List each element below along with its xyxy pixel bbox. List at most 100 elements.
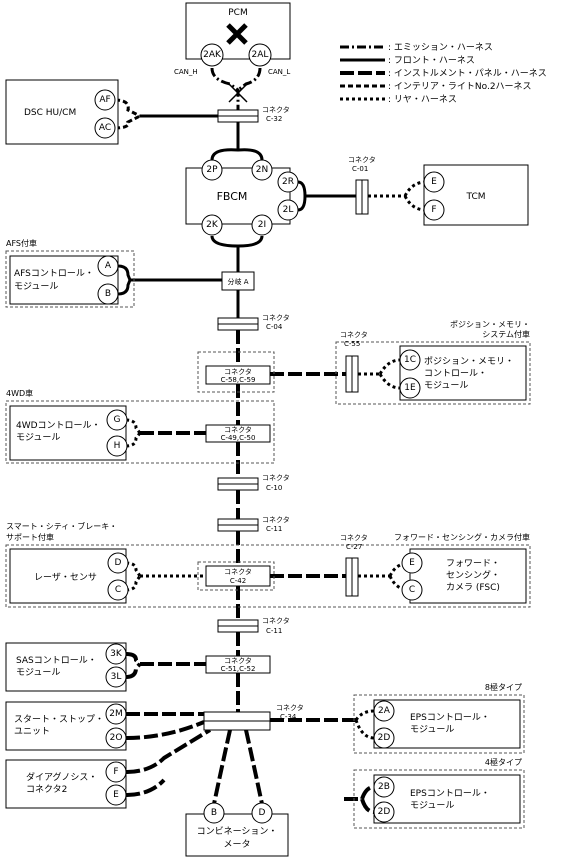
legend-emission-label: : エミッション・ハーネス: [388, 42, 493, 53]
wire-eps4-h: [360, 785, 375, 800]
pin-4wd-l: [106, 435, 128, 457]
wire-diag-h: [125, 728, 212, 774]
pin-eps8-h: [373, 700, 395, 722]
connector-c34-label-2: C-34: [280, 713, 297, 721]
module-dsc-label: DSC HU/CM: [24, 108, 76, 118]
pin-diag-l: [105, 784, 127, 806]
connector-c42: コネクタ C-42: [197, 561, 275, 591]
branch-a-body: [221, 271, 255, 291]
pin-eps4-l-label: 2D: [378, 807, 391, 817]
connector-c32-label-1: コネクタ: [262, 105, 290, 114]
connector-c11a-label-2: C-11: [266, 525, 282, 533]
pin-ss-h: [105, 703, 127, 725]
module-fbcm-label: FBCM: [217, 190, 248, 203]
connector-c58: コネクタ C-58,C-59: [205, 365, 271, 385]
pin-fbcm-bot-l: [251, 214, 273, 236]
legend-instrument-label: : インストルメント・パネル・ハーネス: [388, 68, 547, 79]
pin-eps8-l: [373, 727, 395, 749]
option-box-c58: [197, 351, 275, 393]
module-fsc-label-3: カメラ (FSC): [446, 582, 500, 593]
wire-afs-h: [117, 264, 132, 281]
wire-diag-l: [125, 778, 166, 797]
option-box-ssbs-fsc: [5, 544, 531, 608]
connector-c49-label-1: コネクタ: [224, 425, 252, 434]
module-sas-label-1: SASコントロール・: [16, 656, 97, 666]
option-label-4wd: 4WD車: [6, 388, 33, 398]
legend-interior-label: : インテリア・ライトNo.2ハーネス: [388, 81, 532, 92]
connector-c32-label-2: C-32: [266, 115, 282, 123]
pin-pos-h-label: 1C: [404, 355, 416, 365]
legend-front-label: : フロント・ハーネス: [388, 55, 475, 66]
pin-eps4-h: [373, 776, 395, 798]
pin-ss-h-label: 2M: [109, 709, 123, 719]
connector-c51-label-2: C-51,C-52: [221, 665, 256, 673]
pin-fbcm-bot-l-label: 2I: [258, 220, 266, 230]
pin-pos-l-label: 1E: [404, 383, 416, 393]
option-label-ssbs-1: スマート・シティ・ブレーキ・: [6, 521, 117, 531]
pin-fbcm-right-l-label: 2L: [283, 205, 294, 215]
pin-dsc-l-label: AC: [99, 123, 111, 133]
pin-tcm-h-label: E: [431, 177, 437, 187]
module-pos-box: [399, 345, 527, 401]
module-4wd-label-2: モジュール: [16, 433, 60, 443]
option-box-afs: [5, 250, 135, 308]
connector-c10-label-1: コネクタ: [262, 473, 290, 482]
pin-afs-l-label: B: [105, 289, 111, 299]
pin-fbcm-right-h-label: 2R: [282, 177, 294, 187]
option-label-eps4: 4極タイプ: [485, 757, 522, 767]
option-label-ssbs-2: サポート付車: [6, 532, 54, 542]
module-eps8-label-1: EPSコントロール・: [410, 713, 490, 723]
connector-c51: コネクタ C-51,C-52: [205, 655, 271, 674]
connector-c58-body: [205, 365, 271, 385]
pin-pcm-h: [200, 43, 224, 67]
module-eps8-label-2: モジュール: [410, 725, 454, 735]
module-tcm-label: TCM: [465, 192, 485, 202]
pin-combi-l: [251, 802, 273, 824]
pin-fbcm-bot-h: [201, 214, 223, 236]
connector-c01-label-1: コネクタ: [348, 155, 376, 164]
pin-pos-h: [399, 349, 421, 371]
connector-c42-body: [205, 565, 271, 587]
module-pos-label-2: コントロール・: [424, 369, 487, 379]
wire-fbcm-bottom: [210, 235, 264, 248]
module-start-stop-box: [5, 701, 127, 751]
module-sas-label-2: モジュール: [16, 668, 60, 678]
pin-ss-l: [105, 727, 127, 749]
module-4wd-box: [9, 405, 127, 461]
connector-c34-label-1: コネクタ: [276, 703, 304, 712]
pin-diag-h: [105, 761, 127, 783]
pin-eps8-h-label: 2A: [378, 706, 391, 716]
wire-pos-l: [378, 373, 401, 390]
legend-rear-label: : リヤ・ハーネス: [388, 94, 457, 105]
module-diag-label-2: コネクタ2: [26, 784, 67, 795]
pin-diag-h-label: F: [113, 767, 118, 777]
connector-c32: コネクタ C-32: [217, 105, 290, 123]
wire-eps8-l: [354, 719, 375, 740]
module-combi-label-2: メータ: [223, 839, 250, 850]
connector-c49: コネクタ C-49,C-50: [205, 424, 271, 443]
connector-c04-label-2: C-04: [266, 323, 283, 331]
module-eps4-label-2: モジュール: [410, 801, 454, 811]
wire-dsc-h: [114, 98, 141, 118]
pin-afs-l: [97, 283, 119, 305]
pin-sas-h-label: 3K: [110, 649, 123, 659]
pin-eps8-l-label: 2D: [378, 733, 391, 743]
module-diag-label-1: ダイアグノシス・: [26, 771, 97, 783]
pin-fbcm-right-l: [277, 199, 299, 221]
module-fsc-label-1: フォワード・: [446, 559, 500, 569]
connector-c27-label-1: コネクタ: [340, 533, 368, 542]
wire-pos-h: [378, 358, 401, 375]
wire-eps8-h: [354, 709, 375, 721]
pin-fsc-l-label: C: [409, 585, 415, 595]
connector-c11b-label-2: C-11: [266, 627, 282, 635]
branch-a: 分岐 A: [221, 271, 255, 291]
option-label-pos-1: ポジション・メモリ・: [450, 320, 530, 329]
wire-dsc-l: [114, 114, 141, 130]
connector-c42-label-1: コネクタ: [224, 567, 252, 576]
pin-fbcm-top-l: [251, 159, 273, 181]
module-diag-box: [5, 759, 127, 809]
connector-c49-label-2: C-49,C-50: [221, 434, 256, 442]
module-afs-label-2: モジュール: [14, 282, 58, 292]
pin-combi-h: [203, 802, 225, 824]
